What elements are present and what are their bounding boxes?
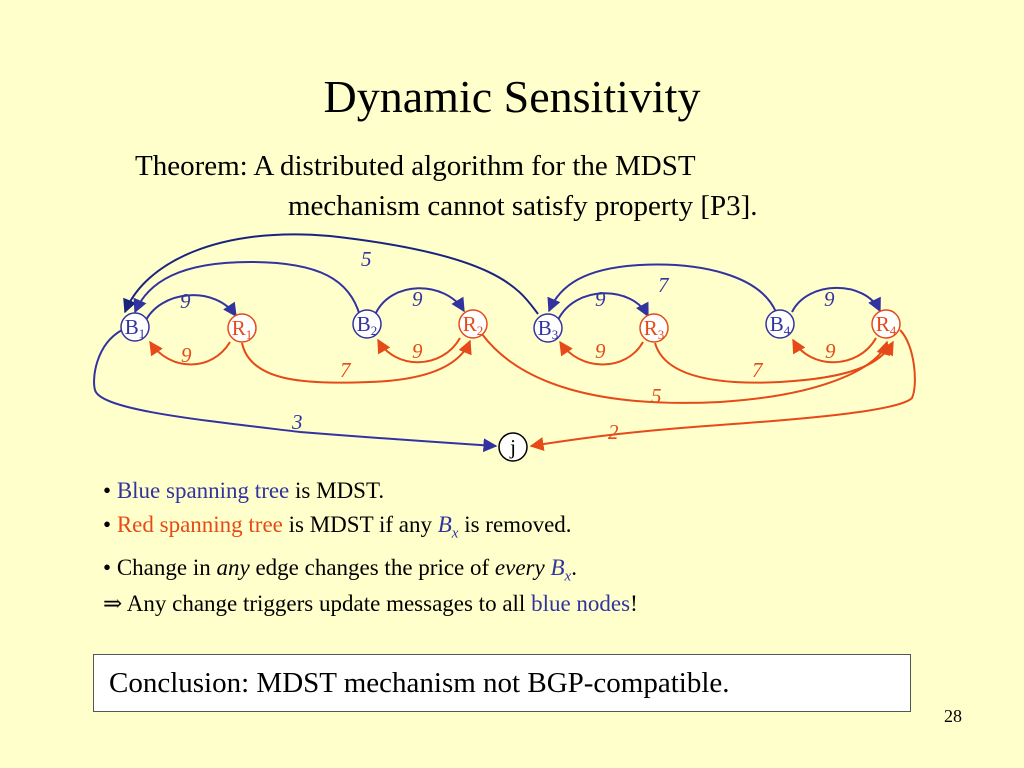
implies-symbol: ⇒ [103,591,123,616]
edge-label-b4-r4: 9 [824,287,835,311]
edge-b4-b3 [547,263,777,313]
bullet-3-pre: Change in [116,554,217,580]
edge-b4-r4 [791,286,881,313]
theorem-text: Theorem: A distributed algorithm for the… [135,146,758,226]
bullet-2-rest-2: is removed. [458,512,572,537]
conclusion-box: Conclusion: MDST mechanism not BGP-compa… [93,654,911,712]
edge-label-r3-b3: 9 [595,339,606,363]
svg-text:j: j [509,435,516,459]
svg-text:B1: B1 [125,315,146,341]
edge-r1-r2 [241,339,472,384]
svg-text:B2: B2 [357,312,378,338]
bullet-red-tree: • Red spanning tree is MDST if any Bx is… [103,512,572,542]
edge-label-b3-r3: 9 [595,287,606,311]
bullet-list: • Blue spanning tree is MDST. • Red span… [103,474,577,593]
edge-b2-r2 [374,287,465,316]
edge-label-b2-r2: 9 [412,287,423,311]
bullet-blue-tree: • Blue spanning tree is MDST. [103,478,385,503]
edge-label-r4-j: 2 [608,420,619,444]
edge-r4-b4 [792,337,877,364]
node-r1: R1 [227,313,257,343]
edge-b2-b1 [133,260,361,317]
bullet-3-any: any [216,554,250,580]
node-r2: R2 [458,309,488,339]
svg-text:R2: R2 [463,312,484,338]
edge-label-b2-b1: 5 [361,247,372,271]
red-spanning-tree-text: Red spanning tree [116,512,283,537]
node-b1: B1 [120,312,150,342]
theorem-line-2: mechanism cannot satisfy property [P3]. [288,190,758,222]
edge-label-b1-r1: 9 [180,289,191,313]
theorem-line-1: Theorem: A distributed algorithm for the… [135,150,696,182]
implication-line: ⇒ Any change triggers update messages to… [103,591,638,617]
bullet-3-end: . [571,554,577,580]
bullet-edge-change: • Change in any edge changes the price o… [103,554,577,585]
bullet-3-var: B [550,554,565,580]
edge-label-r2-r4: 5 [651,384,662,408]
edge-label-r4-b4: 9 [825,339,836,363]
bullet-3-mid: edge changes the price of [249,554,495,580]
bullet-1-rest: is MDST. [289,478,385,503]
slide-title: Dynamic Sensitivity [323,71,701,122]
svg-text:R4: R4 [876,312,897,338]
bullet-2-sub: x [451,525,459,542]
edge-label-r2-b2: 9 [412,339,423,363]
page-number: 28 [944,706,962,726]
edge-b1-j [93,329,498,453]
edge-r3-b3 [559,340,644,366]
node-r4: R4 [871,309,901,339]
svg-text:R3: R3 [644,316,665,342]
edge-r1-b1 [149,340,231,366]
edge-b3-b1 [123,233,539,315]
blue-spanning-tree-text: Blue spanning tree [116,478,290,503]
edge-label-b1-j: 3 [291,410,303,434]
edge-r2-b2 [377,337,461,364]
edge-r3-r4 [654,340,894,384]
implies-end: ! [630,591,638,616]
bullet-2-rest-1: is MDST if any [282,512,438,537]
edge-label-b4-b3: 7 [658,273,670,297]
edge-b1-r1 [144,294,237,323]
node-r3: R3 [639,313,669,343]
node-b2: B2 [352,309,382,339]
svg-text:B3: B3 [538,316,559,342]
node-b3: B3 [533,313,563,343]
edge-label-r3-r4: 7 [752,358,764,382]
bullet-3-every: every [494,554,551,580]
blue-nodes-text: blue nodes [531,591,631,616]
node-b4: B4 [765,309,795,339]
implies-text: Any change triggers update messages to a… [122,591,532,616]
bullet-2-var: B [437,512,452,537]
edge-label-r1-r2: 7 [340,358,352,382]
bullet-3-sub: x [564,568,572,585]
node-j: j [498,432,528,462]
edge-label-r1-b1: 9 [181,343,192,367]
svg-text:B4: B4 [770,312,791,338]
edge-b3-r3 [557,292,649,321]
edge-r4-j [529,329,916,452]
svg-text:R1: R1 [232,316,253,342]
